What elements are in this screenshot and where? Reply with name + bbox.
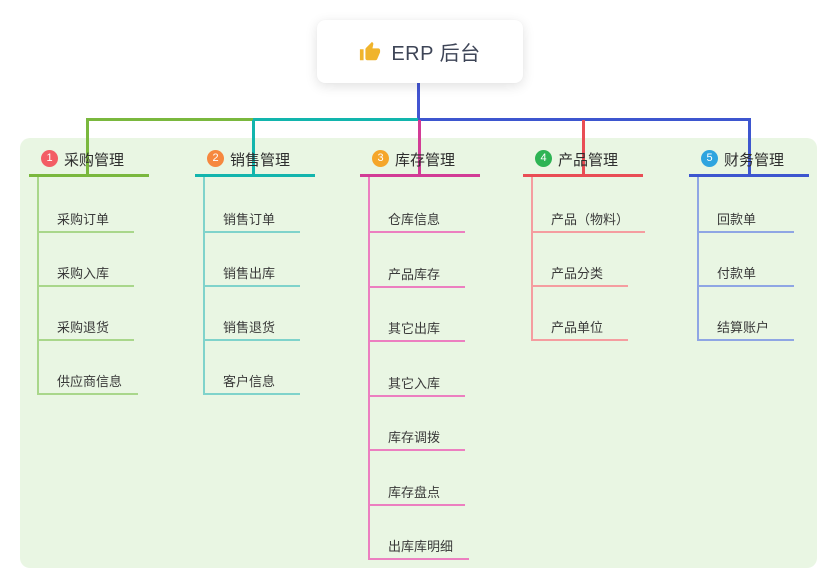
child-node[interactable]: 产品库存 — [368, 260, 465, 288]
branch-drop-line-5 — [748, 120, 751, 176]
child-node[interactable]: 库存盘点 — [368, 478, 465, 506]
child-label: 出库库明细 — [388, 539, 454, 554]
branch-underline — [360, 174, 480, 177]
connector-bus-segment-3 — [418, 118, 751, 121]
branch-drop-line-2 — [252, 120, 255, 176]
child-label: 库存盘点 — [388, 484, 441, 500]
branch-drop-line-4 — [582, 120, 585, 176]
child-node[interactable]: 供应商信息 — [37, 367, 139, 395]
child-label: 销售出库 — [223, 266, 276, 281]
branch-number-badge: 2 — [207, 150, 224, 167]
branch-sales: 2 销售管理 销售订单 销售出库 销售退货 客户信息 — [195, 145, 325, 575]
branch-title[interactable]: 库存管理 — [395, 152, 456, 169]
child-node[interactable]: 采购入库 — [37, 259, 134, 287]
child-label: 产品分类 — [551, 266, 604, 281]
branch-title[interactable]: 销售管理 — [230, 152, 291, 169]
branch-purchase: 1 采购管理 采购订单 采购入库 采购退货 供应商信息 — [29, 145, 159, 575]
child-label: 销售退货 — [223, 320, 276, 335]
branch-child-connector — [697, 177, 699, 341]
child-node[interactable]: 产品单位 — [531, 313, 628, 341]
child-label: 产品库存 — [388, 266, 441, 282]
child-label: 结算账户 — [717, 320, 770, 335]
branch-underline — [689, 174, 809, 177]
child-node[interactable]: 库存调拨 — [368, 423, 465, 451]
child-node[interactable]: 销售退货 — [203, 313, 300, 341]
thumbs-up-icon — [359, 41, 381, 63]
child-label: 产品（物料） — [551, 212, 630, 227]
child-node[interactable]: 销售出库 — [203, 259, 300, 287]
child-node[interactable]: 客户信息 — [203, 367, 300, 395]
child-label: 库存调拨 — [388, 430, 441, 445]
branch-finance: 5 财务管理 回款单 付款单 结算账户 — [689, 145, 819, 575]
child-label: 客户信息 — [223, 374, 276, 389]
connector-bus-segment-1 — [86, 118, 254, 121]
child-node[interactable]: 采购退货 — [37, 313, 134, 341]
branch-title[interactable]: 财务管理 — [724, 152, 785, 169]
child-label: 仓库信息 — [388, 212, 441, 227]
child-label: 其它入库 — [388, 375, 441, 391]
child-label: 采购退货 — [57, 320, 110, 335]
root-label: ERP 后台 — [391, 43, 481, 65]
child-node[interactable]: 采购订单 — [37, 205, 134, 233]
branch-drop-line-3 — [418, 120, 421, 176]
branch-title[interactable]: 产品管理 — [558, 152, 619, 169]
child-node[interactable]: 产品分类 — [531, 259, 628, 287]
branch-underline — [195, 174, 315, 177]
child-label: 销售订单 — [223, 212, 276, 227]
branch-product: 4 产品管理 产品（物料） 产品分类 产品单位 — [523, 145, 653, 575]
branch-child-connector — [531, 177, 533, 341]
branch-number-badge: 1 — [41, 150, 58, 167]
branch-title[interactable]: 采购管理 — [64, 152, 125, 169]
branch-number-badge: 5 — [701, 150, 718, 167]
child-label: 采购订单 — [57, 212, 110, 227]
branch-inventory: 3 库存管理 仓库信息 产品库存 其它出库 其它入库 库存调拨 库存盘点 出库库… — [360, 145, 490, 575]
child-node[interactable]: 出库库明细 — [368, 532, 470, 560]
root-connector-line — [417, 82, 420, 119]
branch-child-connector — [368, 177, 370, 560]
child-label: 供应商信息 — [57, 374, 123, 389]
child-node[interactable]: 产品（物料） — [531, 205, 646, 233]
child-node[interactable]: 结算账户 — [697, 313, 794, 341]
child-node[interactable]: 付款单 — [697, 259, 794, 287]
child-node[interactable]: 回款单 — [697, 205, 794, 233]
child-label: 回款单 — [717, 212, 757, 227]
child-node[interactable]: 其它出库 — [368, 314, 465, 342]
branch-drop-line-1 — [86, 120, 89, 176]
child-node[interactable]: 销售订单 — [203, 205, 300, 233]
child-label: 其它出库 — [388, 321, 441, 336]
branch-number-badge: 4 — [535, 150, 552, 167]
child-label: 采购入库 — [57, 266, 110, 281]
child-node[interactable]: 其它入库 — [368, 369, 465, 397]
root-node[interactable]: ERP 后台 — [317, 20, 523, 83]
branch-underline — [523, 174, 643, 177]
connector-bus-segment-2 — [253, 118, 420, 121]
branch-underline — [29, 174, 149, 177]
child-label: 产品单位 — [551, 320, 604, 335]
mindmap-panel — [20, 138, 817, 568]
branch-number-badge: 3 — [372, 150, 389, 167]
child-label: 付款单 — [717, 266, 757, 281]
child-node[interactable]: 仓库信息 — [368, 205, 465, 233]
